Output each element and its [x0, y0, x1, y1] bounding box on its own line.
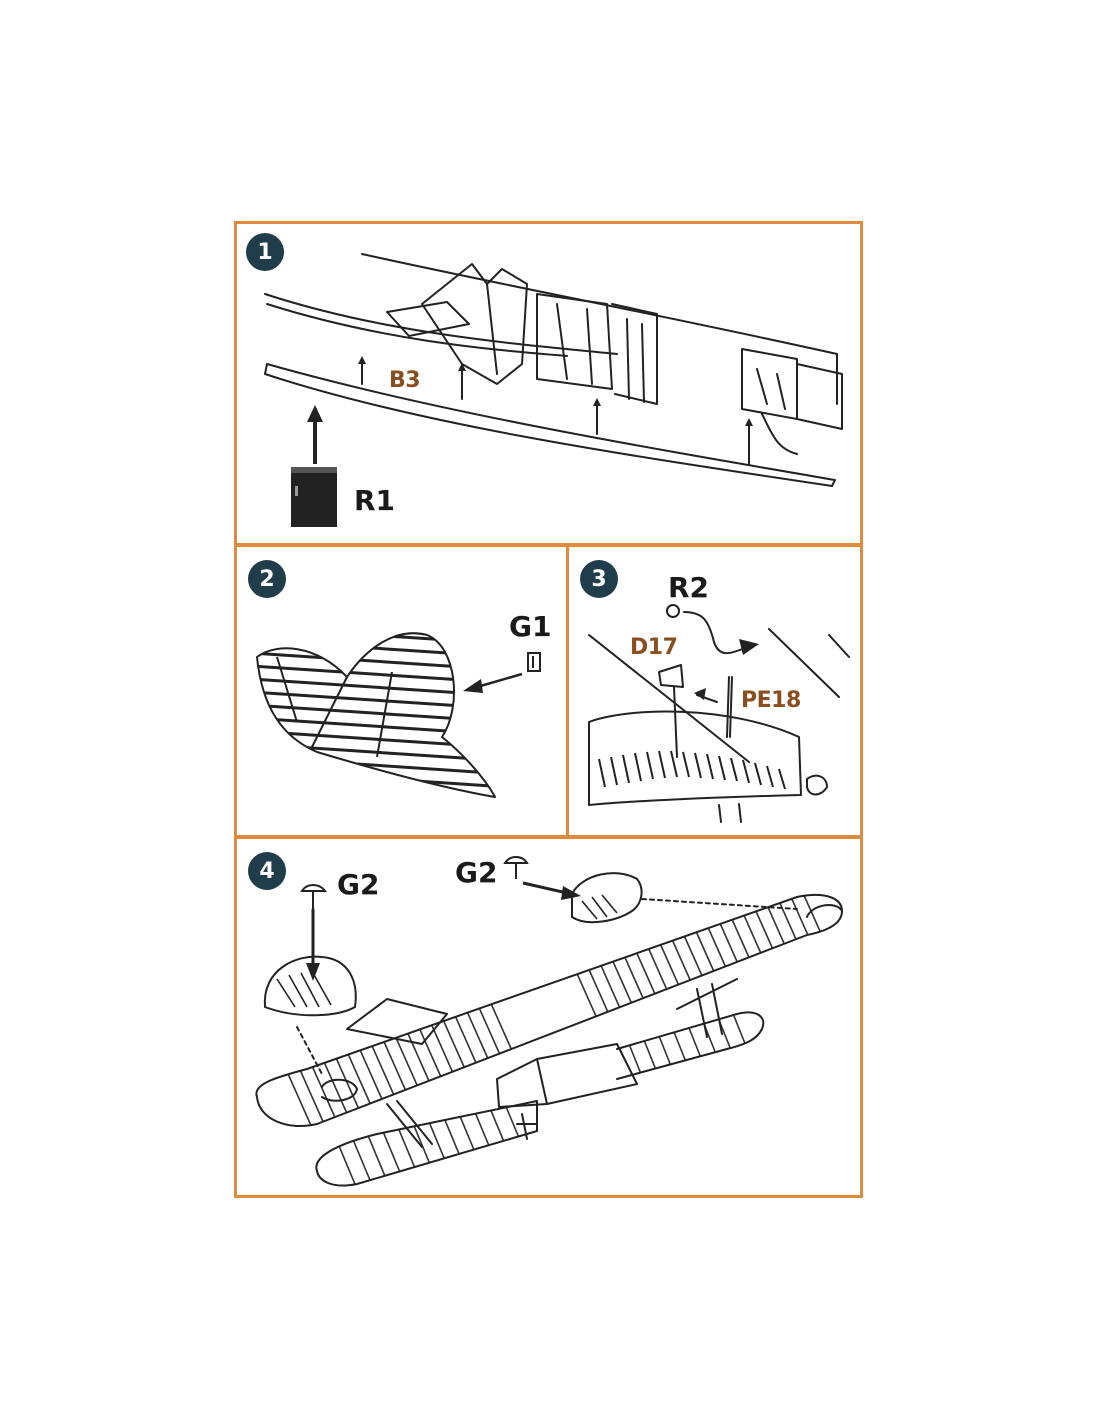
- r1-part-graphic: [291, 405, 337, 527]
- tail-frame: [741, 348, 843, 430]
- step-2-panel: 2: [234, 544, 569, 838]
- step-3-panel: 3: [566, 544, 863, 838]
- lower-wing-outline: [264, 363, 836, 487]
- wing-struts: [386, 978, 738, 1148]
- d17-part: [658, 664, 684, 688]
- tail-skid: [761, 413, 798, 455]
- part-label-g2-left: G2: [337, 868, 380, 901]
- g1-part-graphic: [476, 652, 541, 689]
- left-wingtip-callout: [263, 955, 357, 1017]
- seat-frame: [611, 303, 658, 405]
- fuselage: [496, 1043, 638, 1108]
- step-2-badge: 2: [248, 560, 286, 598]
- pe18-part: [726, 676, 733, 738]
- step-1-badge: 1: [246, 233, 284, 271]
- part-label-g2-right: G2: [455, 856, 498, 889]
- step-4-badge: 4: [248, 852, 286, 890]
- part-label-pe18: PE18: [741, 688, 801, 713]
- g2-left-part-graphic: [300, 884, 328, 967]
- part-label-g1: G1: [509, 610, 552, 643]
- part-label-r2: R2: [668, 571, 710, 604]
- step-2-illustration: [256, 632, 541, 798]
- r2-wire: [683, 611, 748, 655]
- step-4-panel: 4: [234, 836, 863, 1198]
- step-1-panel: 1 B3 R: [234, 221, 863, 546]
- tailplane: [346, 998, 448, 1045]
- step-4-illustration: [255, 856, 843, 1187]
- lower-wing-outline: [315, 1100, 538, 1187]
- right-wingtip-callout: [571, 872, 643, 924]
- step-3-illustration: [588, 604, 850, 823]
- step-3-badge: 3: [580, 560, 618, 598]
- wing-ribs: [598, 750, 786, 790]
- part-label-r1: R1: [354, 484, 396, 517]
- cockpit-frame: [421, 263, 613, 390]
- upper-wing-outline: [588, 710, 802, 806]
- part-label-b3: B3: [389, 368, 421, 393]
- g2-right-part-graphic: [503, 856, 568, 895]
- floor-panel: [386, 301, 470, 337]
- part-label-d17: D17: [630, 635, 678, 660]
- step-1-illustration: [264, 253, 843, 527]
- fuselage-top-line: [361, 253, 838, 405]
